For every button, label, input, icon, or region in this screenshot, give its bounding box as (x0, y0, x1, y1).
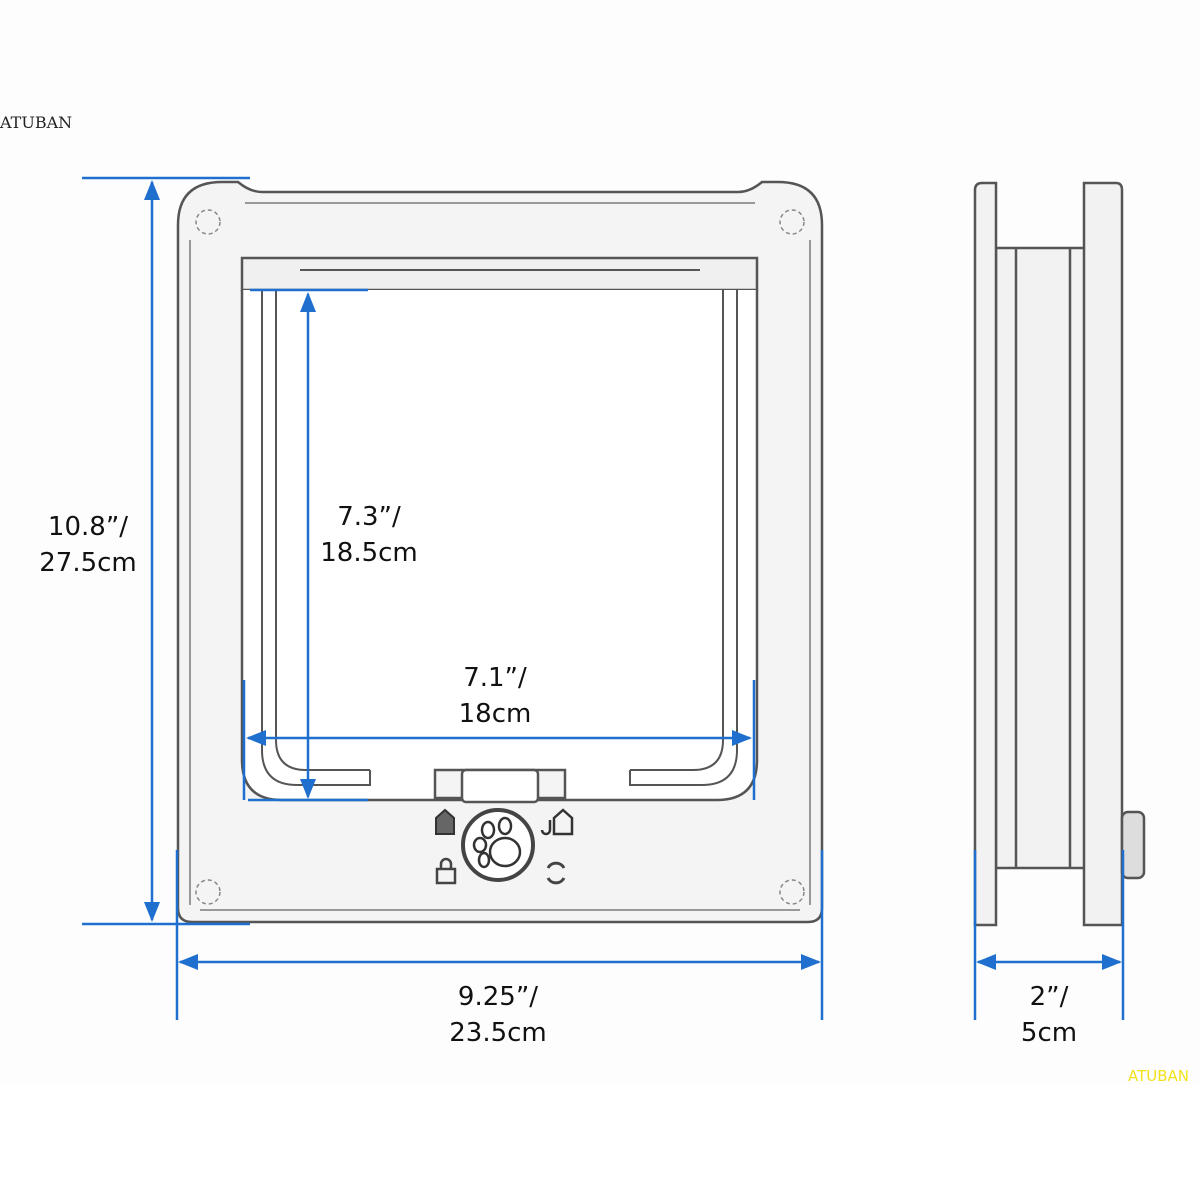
depth-cm: 5cm (1020, 1018, 1078, 1048)
lock-icon (435, 857, 457, 885)
width-cm: 23.5cm (449, 1018, 547, 1048)
out-only-house-icon (540, 808, 574, 836)
opening-width-inch: 7.1”/ (463, 663, 527, 693)
opening-height-cm: 18.5cm (320, 538, 418, 568)
height-cm: 27.5cm (39, 548, 137, 578)
watermark-top-left: ATUBAN (0, 113, 73, 132)
opening-height-label: 7.3”/ 18.5cm (320, 499, 418, 571)
opening-width-cm: 18cm (458, 699, 532, 729)
height-label: 10.8”/ 27.5cm (39, 509, 137, 581)
dimension-lines (82, 176, 1125, 1020)
watermark-bottom-right: ATUBAN (1128, 1067, 1190, 1085)
open-cycle-icon (546, 861, 566, 885)
in-only-house-icon (435, 808, 455, 835)
door-side-view (973, 181, 1146, 927)
opening-width-label: 7.1”/ 18cm (459, 660, 532, 732)
height-inch: 10.8”/ (47, 512, 129, 542)
depth-label: 2”/ 5cm (1021, 979, 1077, 1051)
opening-height-inch: 7.3”/ (337, 502, 401, 532)
paw-dial-icon[interactable] (461, 808, 535, 882)
width-inch: 9.25”/ (457, 982, 539, 1012)
width-label: 9.25”/ 23.5cm (449, 979, 547, 1051)
depth-inch: 2”/ (1029, 982, 1069, 1012)
